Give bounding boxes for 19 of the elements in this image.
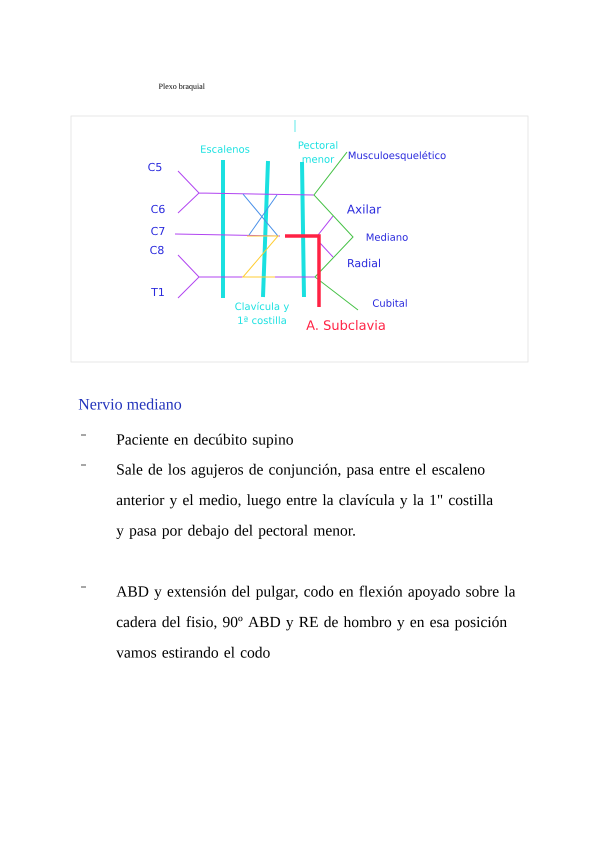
handwritten-label: Cubital <box>372 299 407 307</box>
handwritten-label: T1 <box>151 288 164 296</box>
handwritten-label: Axilar <box>346 204 382 214</box>
handwritten-label: Mediano <box>366 233 408 241</box>
handwritten-label: Clavícula y 1ª costilla <box>235 302 289 324</box>
handwritten-label: Escalenos <box>201 145 250 153</box>
list-item: Sale de los agujeros de conjunción, pasa entre el escaleno anterior y el medio, luego entre la clavícula y la 1" costilla y pasa por debajo del pectoral menor. <box>116 464 493 539</box>
handwritten-label: Musculoesquelético <box>348 150 446 162</box>
handwritten-label: C7 <box>151 226 164 236</box>
list-item: ABD y extensión del pulgar, codo en flexión apoyado sobre la cadera del fisio, 90º ABD y RE de hombro y en esa posición vamos estirando el codo <box>116 586 516 658</box>
handwritten-label: Radial <box>348 258 380 268</box>
handwritten-label: Pectoral menor <box>298 141 338 163</box>
handwritten-label: A. Subclavia <box>306 320 385 330</box>
handwritten-label: C8 <box>150 246 164 254</box>
title: Plexo braquial <box>158 83 205 91</box>
list-item: Paciente en decúbito supino <box>116 434 293 448</box>
heading: Nervio mediano <box>78 398 182 410</box>
handwritten-label: C5 <box>148 162 162 172</box>
handwritten-label: C6 <box>151 204 165 214</box>
